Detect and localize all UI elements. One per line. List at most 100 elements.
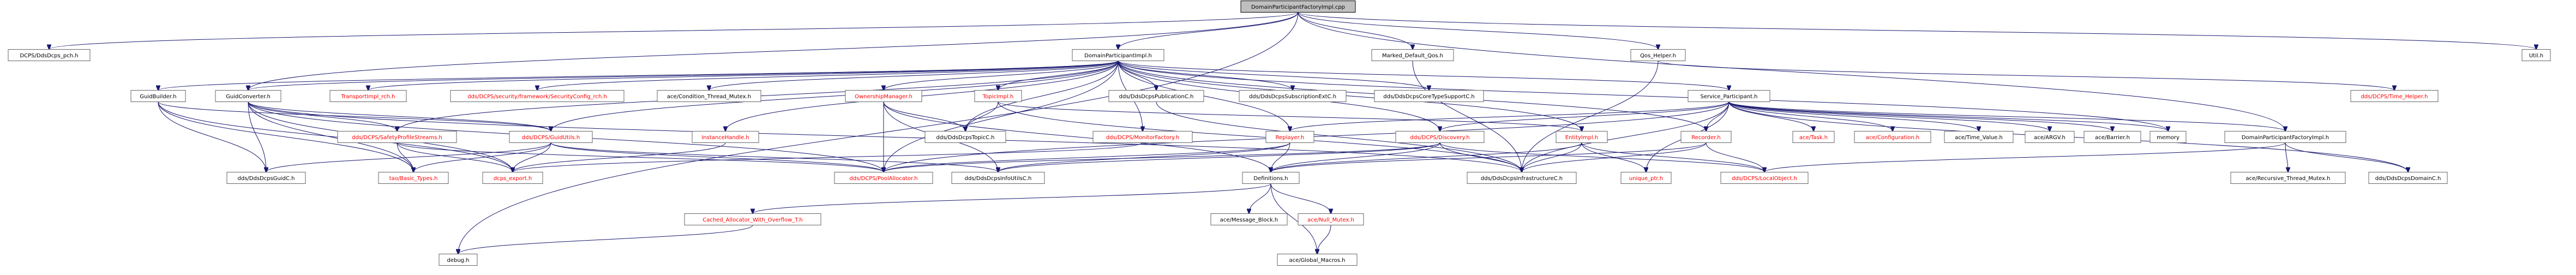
node-mdq[interactable]: Marked_Default_Qos.h	[1371, 49, 1454, 61]
edge-definitions-to-nullmutex	[1270, 183, 1331, 214]
node-infoutilc[interactable]: dds/DdsDcpsInfoUtilsC.h	[951, 172, 1045, 184]
edges-layer	[49, 12, 2536, 254]
edge-recorder-to-definitions	[1271, 142, 1707, 172]
edge-dpfi-to-localobj	[1764, 142, 2286, 172]
node-pubc[interactable]: dds/DdsDcpsPublicationC.h	[1108, 90, 1204, 102]
node-util[interactable]: Util.h	[2521, 49, 2551, 61]
node-ownmgr[interactable]: OwnershipManager.h	[845, 90, 922, 102]
node-label-insthandle: InstanceHandle.h	[701, 135, 749, 141]
node-box-poolalloc	[834, 172, 933, 184]
node-coretypec[interactable]: dds/DdsDcpsCoreTypeSupportC.h	[1374, 90, 1484, 102]
node-recmutex[interactable]: ace/Recursive_Thread_Mutex.h	[2230, 172, 2346, 184]
node-label-qosh: Qos_Helper.h	[1640, 53, 1676, 59]
node-recorder[interactable]: Recorder.h	[1680, 131, 1732, 143]
node-timevalue[interactable]: ace/Time_Value.h	[1944, 131, 2014, 143]
node-label-poolalloc: dds/DCPS/PoolAllocator.h	[849, 176, 917, 182]
edge-recorder-to-localobj	[1706, 142, 1764, 172]
node-localobj[interactable]: dds/DCPS/LocalObject.h	[1720, 172, 1809, 184]
node-box-definitions	[1242, 172, 1300, 184]
node-transrch[interactable]: TransportImpl_rch.h	[329, 90, 407, 102]
node-label-nullmutex: ace/Null_Mutex.h	[1307, 217, 1354, 223]
node-safety[interactable]: dds/DCPS/SafetyProfileStreams.h	[337, 131, 457, 143]
node-guidc2[interactable]: dds/DdsDcpsGuidC.h	[226, 172, 306, 184]
node-definitions[interactable]: Definitions.h	[1242, 172, 1300, 184]
node-label-domainc: dds/DdsDcpsDomainC.h	[2375, 176, 2441, 182]
node-uniqueptr[interactable]: unique_ptr.h	[1620, 172, 1672, 184]
node-label-ownmgr: OwnershipManager.h	[855, 94, 912, 100]
node-infrac[interactable]: dds/DdsDcpsInfrastructureC.h	[1467, 172, 1577, 184]
edge-root-to-debug	[458, 12, 1299, 254]
node-aceconf[interactable]: ace/Configuration.h	[1854, 131, 1931, 143]
node-box-topicimpl	[974, 90, 1022, 102]
node-guidc[interactable]: GuidConverter.h	[215, 90, 281, 102]
node-dpi[interactable]: DomainParticipantImpl.h	[1072, 49, 1164, 61]
node-memory[interactable]: memory	[2149, 131, 2187, 143]
node-cached[interactable]: Cached_Allocator_With_Overflow_T.h	[684, 213, 821, 225]
node-dcpsexport[interactable]: dcps_export.h	[482, 172, 543, 184]
node-box-timevalue	[1944, 131, 2014, 143]
node-svcpart[interactable]: Service_Participant.h	[1688, 90, 1770, 102]
node-secrch[interactable]: dds/DCPS/security/framework/SecurityConf…	[450, 90, 625, 102]
node-domainc[interactable]: dds/DdsDcpsDomainC.h	[2368, 172, 2448, 184]
node-entityimpl[interactable]: EntityImpl.h	[1556, 131, 1608, 143]
node-label-arghv: ace/ARGV.h	[2034, 135, 2065, 141]
node-box-task	[1792, 131, 1835, 143]
edge-root-to-pch	[49, 12, 1299, 50]
node-condmtx[interactable]: ace/Condition_Thread_Mutex.h	[657, 90, 761, 102]
node-label-util: Util.h	[2529, 53, 2543, 59]
edge-guidutils-to-dcpsexport	[513, 142, 551, 172]
node-topicc[interactable]: dds/DdsDcpsTopicC.h	[924, 131, 1006, 143]
node-box-basictypes	[378, 172, 449, 184]
edge-svcpart-to-timevalue	[1728, 101, 1979, 131]
node-discovery[interactable]: dds/DCPS/Discovery.h	[1395, 131, 1485, 143]
node-guidb[interactable]: GuidBuilder.h	[130, 90, 186, 102]
edge-nullmutex-to-globalmacros	[1317, 225, 1331, 254]
nodes-layer: DomainParticipantFactoryImpl.cppDCPS/Dds…	[8, 1, 2551, 266]
node-label-timevalue: ace/Time_Value.h	[1955, 135, 2003, 141]
node-pch[interactable]: DCPS/DdsDcps_pch.h	[8, 49, 91, 61]
node-label-infrac: dds/DdsDcpsInfrastructureC.h	[1481, 176, 1563, 182]
node-replayer[interactable]: Replayer.h	[1265, 131, 1314, 143]
edge-entityimpl-to-localobj	[1581, 142, 1764, 172]
node-basictypes[interactable]: tao/Basic_Types.h	[378, 172, 449, 184]
node-box-insthandle	[692, 131, 759, 143]
node-label-dcpsexport: dcps_export.h	[494, 176, 532, 182]
node-barrier[interactable]: ace/Barrier.h	[2083, 131, 2141, 143]
node-timehelper[interactable]: dds/DCPS/Time_Helper.h	[2350, 90, 2439, 102]
node-dpfi[interactable]: DomainParticipantFactoryImpl.h	[2224, 131, 2346, 143]
edge-guidb-to-guidc2	[158, 101, 266, 172]
edge-topicimpl-to-topicc	[965, 101, 999, 131]
node-insthandle[interactable]: InstanceHandle.h	[692, 131, 759, 143]
node-poolalloc[interactable]: dds/DCPS/PoolAllocator.h	[834, 172, 933, 184]
node-task[interactable]: ace/Task.h	[1792, 131, 1835, 143]
node-box-replayer	[1265, 131, 1314, 143]
node-box-domainc	[2368, 172, 2448, 184]
node-msgblock[interactable]: ace/Message_Block.h	[1210, 213, 1288, 225]
node-label-guidutils: dds/DCPS/GuidUtils.h	[522, 135, 580, 141]
node-subextc[interactable]: dds/DdsDcpsSubscriptionExtC.h	[1239, 90, 1347, 102]
edge-guidb-to-dcpsexport	[158, 101, 513, 172]
node-box-nullmutex	[1298, 213, 1364, 225]
node-guidutils[interactable]: dds/DCPS/GuidUtils.h	[509, 131, 593, 143]
edge-dpfi-to-recmutex	[2285, 142, 2288, 172]
edge-dpi-to-memory	[1118, 61, 2168, 131]
edge-safety-to-dcpsexport	[397, 142, 513, 172]
node-qosh[interactable]: Qos_Helper.h	[1630, 49, 1686, 61]
node-globalmacros[interactable]: ace/Global_Macros.h	[1277, 254, 1358, 266]
edge-ownmgr-to-topicc	[883, 101, 965, 131]
edge-discovery-to-localobj	[1439, 142, 1764, 172]
edge-root-to-util	[1298, 12, 2536, 50]
edge-guidc-to-guidutils	[248, 101, 551, 131]
node-topicimpl[interactable]: TopicImpl.h	[974, 90, 1022, 102]
node-label-coretypec: dds/DdsDcpsCoreTypeSupportC.h	[1383, 94, 1474, 100]
node-monfact[interactable]: dds/DCPS/MonitorFactory.h	[1092, 131, 1193, 143]
node-label-safety: dds/DCPS/SafetyProfileStreams.h	[352, 135, 442, 141]
node-box-barrier	[2083, 131, 2141, 143]
node-label-root: DomainParticipantFactoryImpl.cpp	[1251, 4, 1345, 10]
node-arghv[interactable]: ace/ARGV.h	[2025, 131, 2075, 143]
node-box-svcpart	[1688, 90, 1770, 102]
edge-replayer-to-infoutilc	[998, 142, 1290, 172]
node-nullmutex[interactable]: ace/Null_Mutex.h	[1298, 213, 1364, 225]
node-debug[interactable]: debug.h	[439, 254, 478, 266]
node-label-definitions: Definitions.h	[1253, 176, 1288, 182]
